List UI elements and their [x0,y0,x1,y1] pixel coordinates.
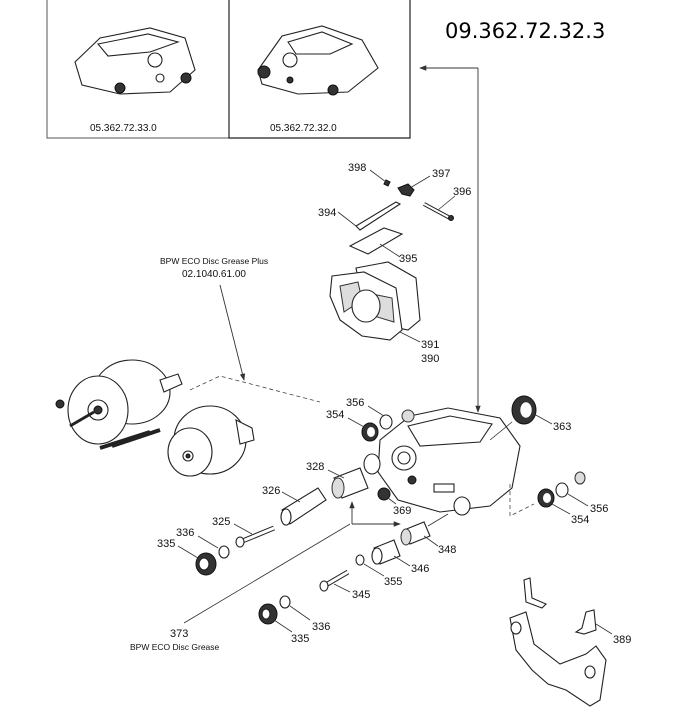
part-346-sleeve[interactable]: 346 [371,539,429,575]
callout-355: 355 [384,576,402,588]
variant-frame-right [228,0,411,139]
callout-363: 363 [553,421,571,433]
part-336-oring-bottom[interactable]: 336 [279,595,330,633]
callout-373: 373 [170,628,188,640]
callout-336-bottom: 336 [312,621,330,633]
right-seal-bracket [509,484,535,517]
spring-brake-chamber[interactable] [55,359,183,450]
callout-348: 348 [438,544,456,556]
callout-369: 369 [393,505,411,517]
part-390-391-brake-pads[interactable]: 391 390 [329,261,439,365]
caliper-housing[interactable] [363,407,521,516]
grease-leader-line [183,523,351,624]
part-356-ring-right[interactable]: 356 [555,471,608,515]
chamber-bracket [189,375,321,403]
part-396-pin[interactable]: 396 [423,186,471,221]
callout-345: 345 [352,589,370,601]
callout-398: 398 [348,162,366,174]
variant-panel-right[interactable]: 05.362.72.32.0 [228,0,411,139]
grease-annotation[interactable]: 373 BPW ECO Disc Grease [130,628,220,652]
callout-397: 397 [432,168,450,180]
callout-326: 326 [262,485,280,497]
grease-name: BPW ECO Disc Grease [130,642,220,652]
caliper-thumbnail-left-icon [74,27,196,95]
part-325-bolt[interactable]: 325 [212,516,275,548]
callout-325: 325 [212,516,230,528]
callout-335-bottom: 335 [291,633,309,645]
part-397-bracket[interactable]: 397 [397,168,450,197]
variant-part-number-right: 05.362.72.32.0 [270,123,337,134]
part-389-clip[interactable]: 389 [574,609,631,646]
part-363-seal[interactable]: 363 [489,395,571,441]
grease-plus-part-number: 02.1040.61.00 [182,269,246,280]
callout-354-right: 354 [571,514,589,526]
part-398-clip[interactable]: 398 [348,162,391,187]
callout-346: 346 [411,563,429,575]
part-354-seal-top[interactable]: 354 [326,409,379,442]
variant-frame-left [46,0,229,139]
callout-389: 389 [613,634,631,646]
grease-plus-arrow [219,284,246,381]
part-394-spring[interactable]: 394 [318,201,402,231]
callout-394: 394 [318,207,336,219]
callout-391: 391 [421,339,439,351]
callout-395: 395 [399,253,417,265]
variant-panel-left[interactable]: 05.362.72.33.0 [46,0,229,139]
part-354-seal-right[interactable]: 354 [537,488,589,526]
part-395-pad-spring[interactable]: 395 [348,227,417,265]
part-326-sleeve[interactable]: 326 [262,485,327,526]
part-369-cap[interactable]: 369 [377,487,411,517]
callout-335-top: 335 [157,538,175,550]
callout-356-top: 356 [346,397,364,409]
part-356-ring-top[interactable]: 356 [346,397,415,430]
part-348-bushing[interactable]: 348 [400,513,456,556]
part-335-cap-top[interactable]: 335 [157,538,217,576]
part-355-oring[interactable]: 355 [355,554,402,588]
variant-part-number-left: 05.362.72.33.0 [90,123,157,134]
part-335-cap-bottom[interactable]: 335 [258,603,309,645]
callout-328: 328 [306,461,324,473]
callout-354-top: 354 [326,409,344,421]
assembly-part-number: 09.362.72.32.3 [445,19,605,43]
service-brake-chamber[interactable] [167,405,255,477]
part-345-bolt[interactable]: 345 [319,569,370,601]
caliper-thumbnail-right-icon [257,25,379,96]
caliper-carrier[interactable] [509,577,607,707]
grease-plus-name: BPW ECO Disc Grease Plus [160,256,268,266]
part-336-oring-top[interactable]: 336 [176,527,230,559]
part-328-bushing[interactable]: 328 [306,461,369,499]
grease-plus-annotation[interactable]: BPW ECO Disc Grease Plus 02.1040.61.00 [160,256,268,381]
callout-396: 396 [453,186,471,198]
callout-356-right: 356 [590,503,608,515]
callout-390: 390 [421,353,439,365]
callout-336-top: 336 [176,527,194,539]
